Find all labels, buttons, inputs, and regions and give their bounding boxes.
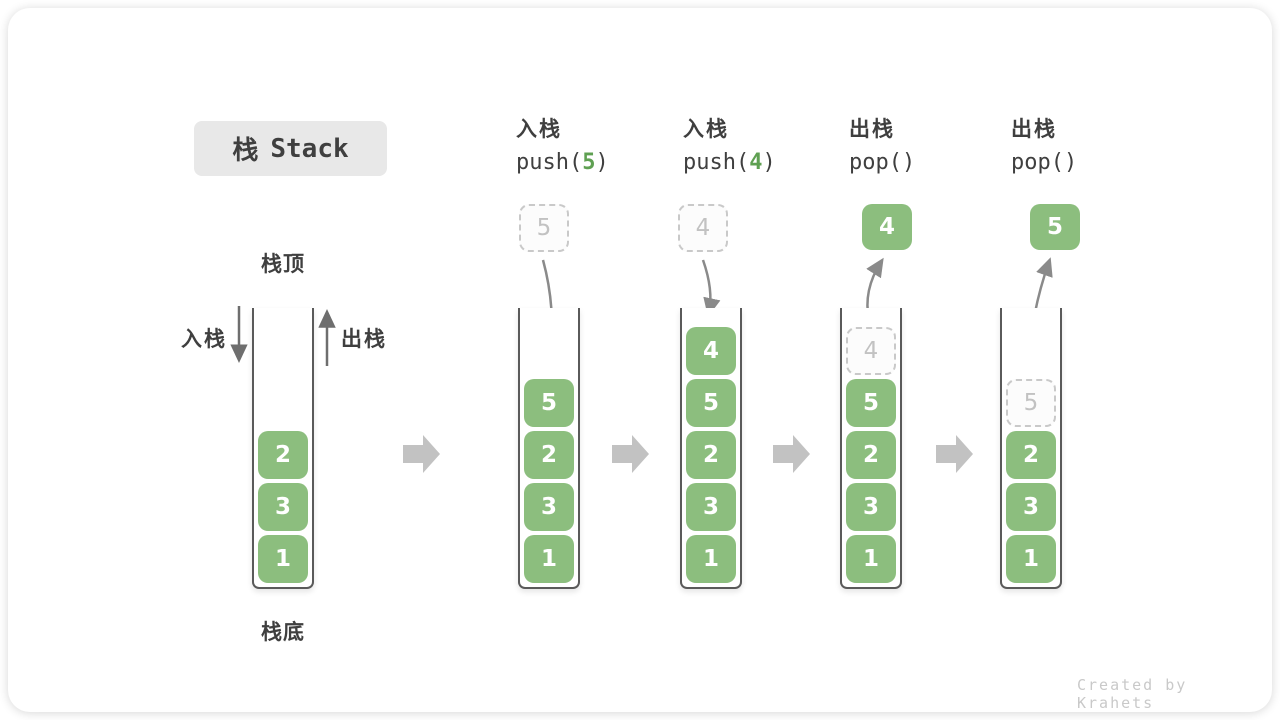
stack-cell: 5 [524, 379, 574, 427]
stack-cell: 2 [524, 431, 574, 479]
state-arrow-2 [612, 435, 649, 473]
popped-cell: 5 [1030, 204, 1080, 250]
push-side-label: 入栈 [181, 327, 227, 351]
stack-cell: 1 [846, 535, 896, 583]
push-arrow-2 [701, 259, 721, 317]
stack-cell: 5 [846, 379, 896, 427]
title-zh: 栈 [232, 136, 259, 166]
state-arrow-3 [773, 435, 810, 473]
op-name: 入栈 [683, 117, 729, 141]
stack-cell: 3 [524, 483, 574, 531]
stack-cell: 1 [686, 535, 736, 583]
incoming-ghost-cell: 4 [678, 204, 728, 252]
op-code: pop() [1011, 150, 1078, 175]
pop-side-label: 出栈 [341, 327, 387, 351]
stack-cell: 2 [1006, 431, 1056, 479]
removed-ghost-cell: 5 [1006, 379, 1056, 427]
removed-ghost-cell: 4 [846, 327, 896, 375]
stack-cell: 3 [1006, 483, 1056, 531]
stack-cell: 3 [686, 483, 736, 531]
stack-cell: 2 [846, 431, 896, 479]
stack-cell: 1 [524, 535, 574, 583]
op-code: pop() [849, 150, 916, 175]
title-en: Stack [270, 133, 349, 164]
stack-cell: 1 [258, 535, 308, 583]
title-badge: 栈 Stack [194, 121, 387, 176]
stack-top-label: 栈顶 [261, 252, 305, 276]
watermark: Created by Krahets [1077, 676, 1188, 712]
op-name: 出栈 [849, 117, 895, 141]
op-name: 入栈 [516, 117, 562, 141]
stack-cell: 1 [1006, 535, 1056, 583]
op-name: 出栈 [1011, 117, 1057, 141]
diagram-canvas: 栈 Stack 入栈 push(5) 入栈 push(4) 出栈 pop() 出… [8, 8, 1272, 712]
operation-label-pop1: 出栈 pop() [849, 113, 1009, 175]
stack-cell: 2 [258, 431, 308, 479]
state-arrow-1 [403, 435, 440, 473]
stack-cell: 3 [258, 483, 308, 531]
stack-cell: 3 [846, 483, 896, 531]
stack-cell: 2 [686, 431, 736, 479]
stack-bottom-label: 栈底 [261, 620, 305, 644]
stack-cell: 5 [686, 379, 736, 427]
state-arrow-4 [936, 435, 973, 473]
operation-label-push5: 入栈 push(5) [516, 113, 676, 175]
op-code: push(5) [516, 150, 609, 175]
operation-label-push4: 入栈 push(4) [683, 113, 843, 175]
stack-cell: 4 [686, 327, 736, 375]
popped-cell: 4 [862, 204, 912, 250]
op-code: push(4) [683, 150, 776, 175]
operation-label-pop2: 出栈 pop() [1011, 113, 1171, 175]
incoming-ghost-cell: 5 [519, 204, 569, 252]
